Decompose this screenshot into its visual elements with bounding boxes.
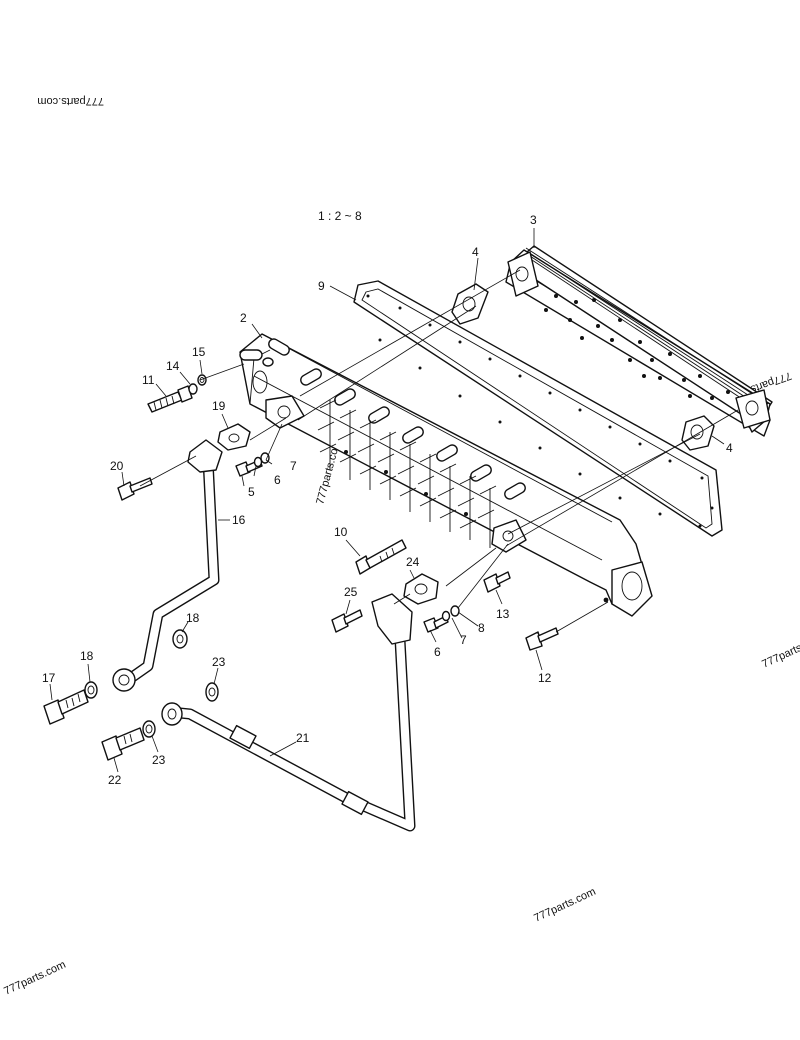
gasket-part bbox=[353, 280, 723, 537]
callout-6-upper: 6 bbox=[274, 473, 281, 487]
callout-2: 2 bbox=[240, 311, 247, 325]
housing-fins bbox=[317, 399, 497, 548]
callout-4-upper: 4 bbox=[472, 245, 479, 259]
bolt-25 bbox=[331, 609, 363, 633]
watermark-bottom-middle: 777parts.com bbox=[532, 886, 597, 925]
callout-23-lower: 23 bbox=[152, 753, 166, 767]
washer-6-upper bbox=[253, 456, 263, 468]
callout-6-lower: 6 bbox=[434, 645, 441, 659]
callout-13: 13 bbox=[496, 607, 510, 621]
callout-20: 20 bbox=[110, 459, 124, 473]
flange-gasket-19 bbox=[217, 423, 251, 451]
projection-lines bbox=[139, 269, 739, 633]
oil-cooler-housing bbox=[239, 333, 653, 617]
washer-15 bbox=[197, 374, 207, 386]
callout-21: 21 bbox=[296, 731, 310, 745]
washer-7-lower bbox=[441, 610, 451, 622]
watermark-right: 777parts.com bbox=[760, 632, 800, 671]
washer-14 bbox=[188, 383, 198, 395]
scale-label: 1 : 2 ~ 8 bbox=[318, 209, 362, 223]
callout-11: 11 bbox=[142, 373, 155, 387]
callout-15: 15 bbox=[192, 345, 206, 359]
callout-14: 14 bbox=[166, 359, 180, 373]
watermark-bottom-left: 777parts.com bbox=[2, 959, 67, 998]
leader-lines bbox=[49, 228, 725, 773]
callout-16: 16 bbox=[232, 513, 246, 527]
bolt-22 bbox=[101, 727, 145, 761]
callout-4-lower: 4 bbox=[726, 441, 733, 455]
callout-18-upper: 18 bbox=[186, 611, 200, 625]
callout-24: 24 bbox=[406, 555, 420, 569]
gasket-bolt-holes bbox=[366, 294, 714, 528]
callout-10: 10 bbox=[334, 525, 348, 539]
callout-8: 8 bbox=[478, 621, 485, 635]
callout-12: 12 bbox=[538, 671, 552, 685]
callout-17: 17 bbox=[42, 671, 56, 685]
callout-5: 5 bbox=[248, 485, 255, 499]
callout-9: 9 bbox=[318, 279, 325, 293]
bolt-10 bbox=[355, 539, 407, 575]
washer-23-lower bbox=[142, 720, 156, 738]
callout-25: 25 bbox=[344, 585, 358, 599]
oil-cooler-element bbox=[505, 245, 773, 437]
flange-gasket-24 bbox=[403, 573, 439, 605]
callout-labels: 2 3 4 4 9 11 14 15 19 7 6 5 20 16 10 24 … bbox=[42, 213, 733, 787]
callout-22: 22 bbox=[108, 773, 122, 787]
pipe-21 bbox=[161, 593, 416, 832]
callout-7-upper: 7 bbox=[290, 459, 297, 473]
callout-19: 19 bbox=[212, 399, 226, 413]
callout-23-upper: 23 bbox=[212, 655, 226, 669]
washer-8 bbox=[450, 605, 460, 617]
washer-18-lower bbox=[84, 681, 98, 699]
bolt-13 bbox=[483, 571, 511, 593]
callout-3: 3 bbox=[530, 213, 537, 227]
bolt-20 bbox=[117, 477, 153, 501]
callout-7-lower: 7 bbox=[460, 633, 467, 647]
pipe-16 bbox=[112, 439, 223, 692]
washer-23-upper bbox=[205, 682, 219, 702]
cooler-gasket-upper bbox=[451, 283, 489, 325]
callout-18-lower: 18 bbox=[80, 649, 94, 663]
bolt-12 bbox=[525, 627, 559, 651]
bolt-17 bbox=[43, 689, 89, 725]
bolt-11 bbox=[147, 385, 193, 413]
washer-18-upper bbox=[172, 629, 188, 649]
bolt-5 bbox=[235, 459, 263, 477]
watermark-top-left: 777parts.com bbox=[37, 95, 104, 107]
cooler-plate-holes bbox=[544, 294, 730, 400]
